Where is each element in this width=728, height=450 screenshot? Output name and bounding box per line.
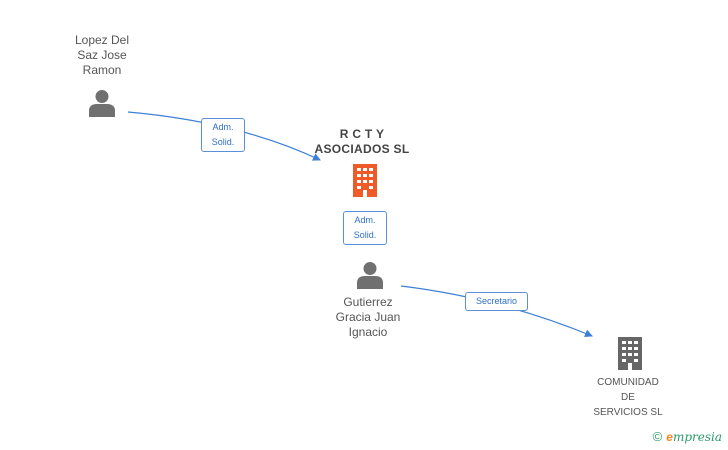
brand-logo-e: e: [666, 430, 673, 444]
person-icon: [357, 262, 383, 289]
brand-footer: ©empresia: [653, 429, 722, 444]
role-badge-adm-solid[interactable]: Adm. Solid.: [343, 211, 387, 245]
role-badge-secretario[interactable]: Secretario: [465, 292, 528, 311]
building-icon: [618, 337, 642, 370]
node-person-lopez[interactable]: Lopez Del Saz Jose Ramon: [52, 33, 152, 78]
company-name: R C T Y ASOCIADOS SL: [314, 127, 410, 156]
person-name: Gutierrez Gracia Juan Ignacio: [335, 295, 401, 339]
node-person-gutierrez[interactable]: Gutierrez Gracia Juan Ignacio: [318, 295, 418, 340]
node-company-comunidad[interactable]: COMUNIDAD DE SERVICIOS SL: [578, 375, 678, 420]
person-name: Lopez Del Saz Jose Ramon: [74, 33, 130, 77]
company-name: COMUNIDAD DE SERVICIOS SL: [593, 377, 663, 418]
copyright-icon: ©: [652, 429, 663, 444]
role-badge-adm-solid[interactable]: Adm. Solid.: [201, 118, 245, 152]
brand-logo-text: mpresia: [672, 430, 722, 444]
person-icon: [89, 90, 115, 117]
node-main-company[interactable]: R C T Y ASOCIADOS SL: [302, 127, 422, 157]
building-icon: [353, 164, 377, 197]
